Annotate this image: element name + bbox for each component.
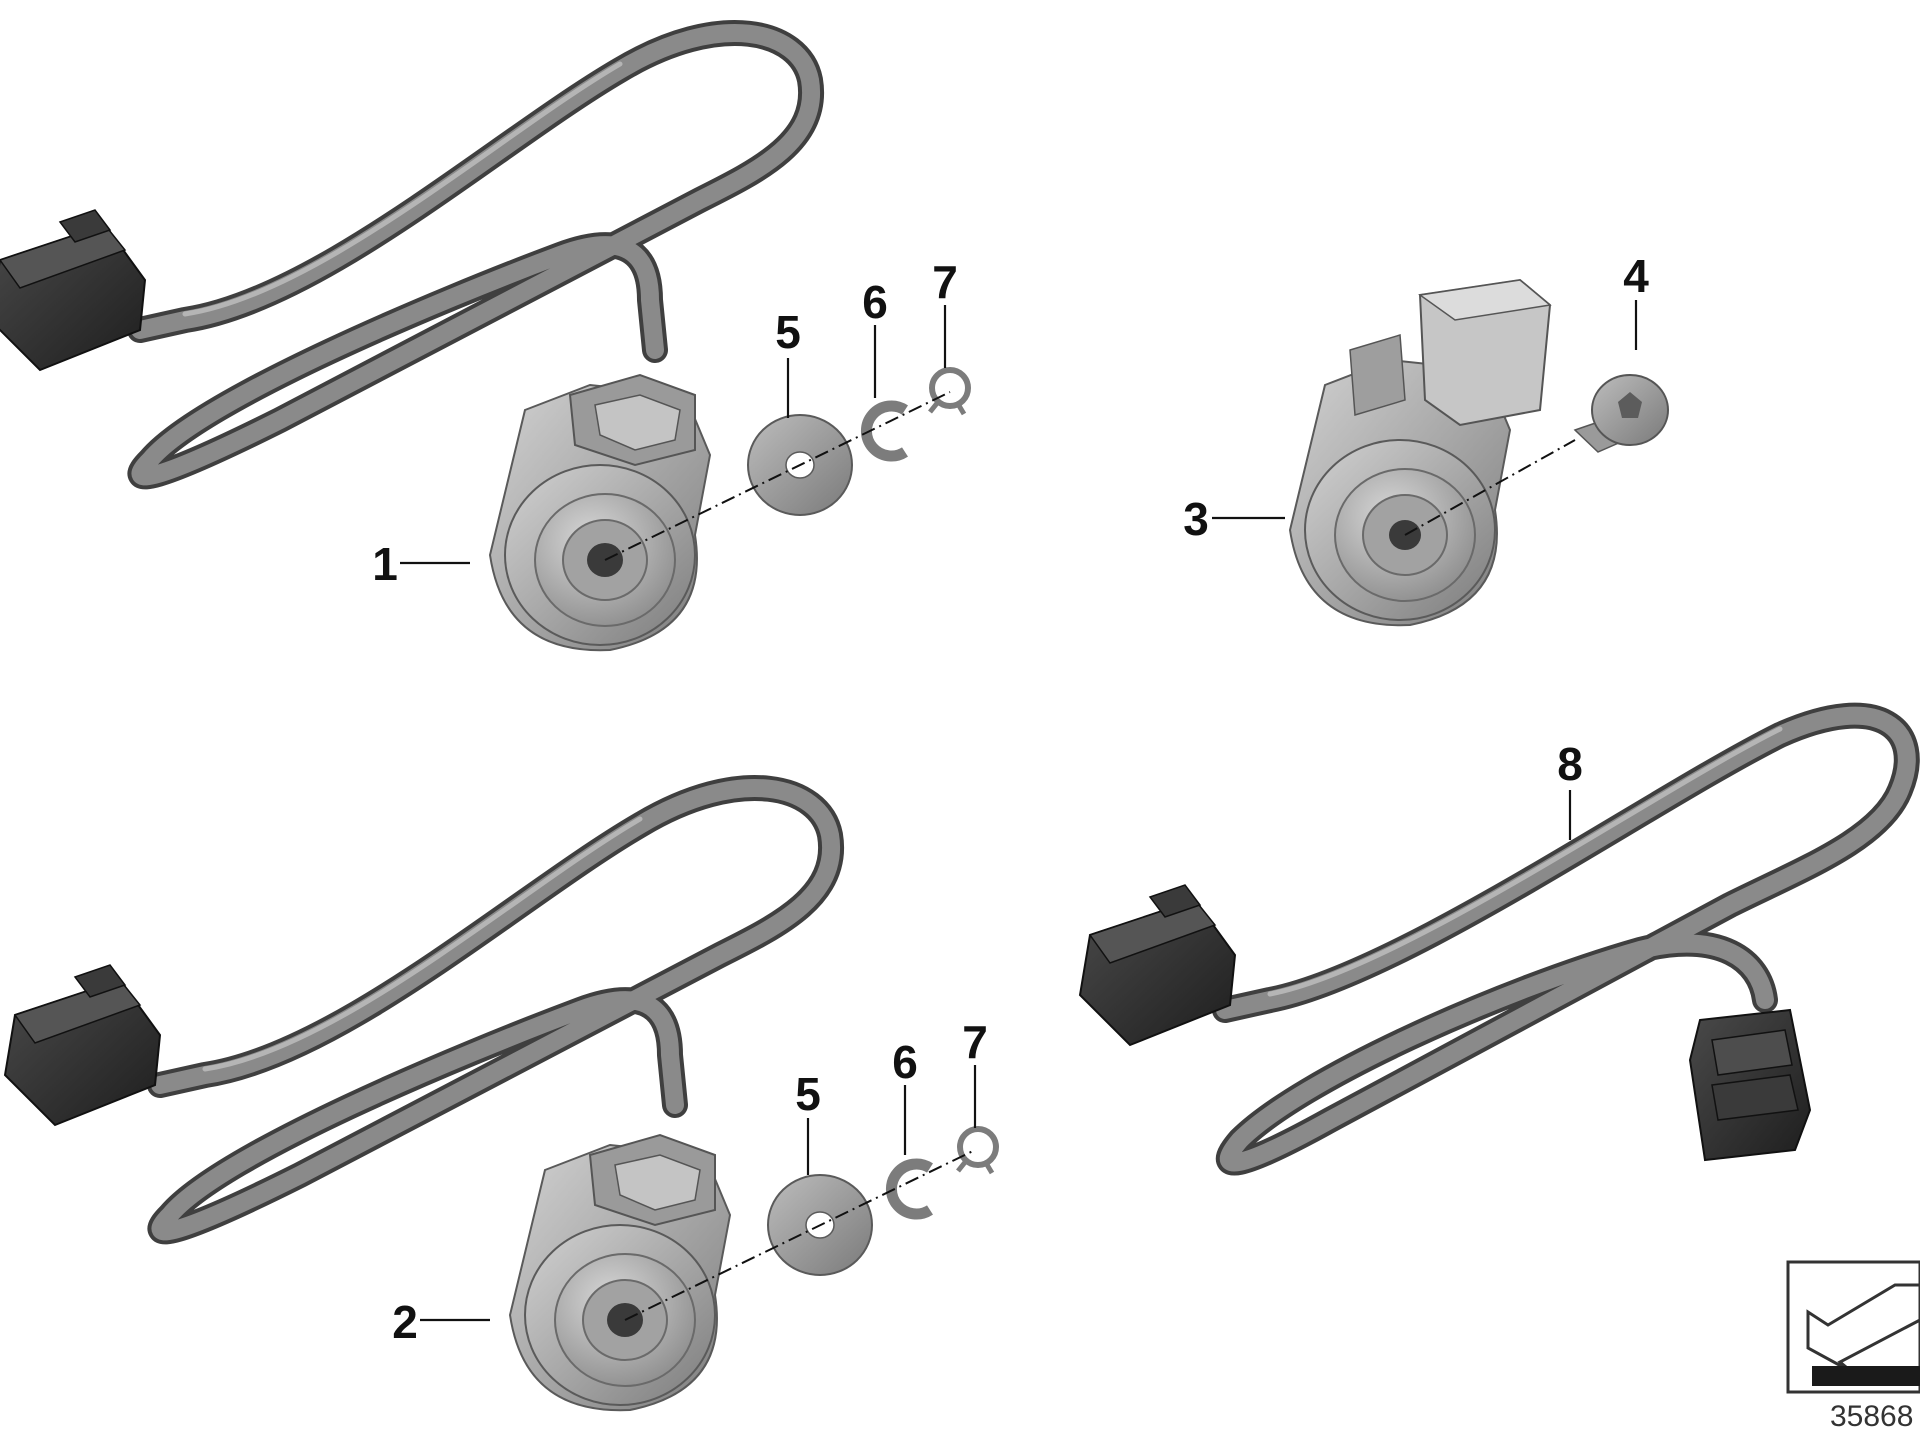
reference-number: 35868 [1830,1400,1913,1433]
callout-6-top: 6 [862,276,888,328]
connector-dark-icon [0,209,146,371]
callout-1: 1 [372,538,398,590]
snap-ring-icon [928,367,971,416]
sensor-icon [489,374,711,652]
callout-4: 4 [1623,250,1649,302]
connector-dark-icon [4,964,161,1126]
assembly-part-2 [4,775,999,1412]
callout-6-bottom: 6 [892,1036,918,1088]
snap-ring-icon [956,1126,999,1175]
callout-5-bottom: 5 [795,1068,821,1120]
leader-lines [400,300,1638,1322]
assembly-part-3 [1288,278,1669,627]
sensor-icon [1288,278,1552,627]
assembly-part-1 [0,20,971,652]
connector-square-icon [1688,1008,1812,1162]
assembly-part-8 [1079,702,1920,1176]
callout-3: 3 [1183,493,1209,545]
callout-7-bottom: 7 [962,1016,988,1068]
callout-7-top: 7 [932,256,958,308]
callout-5-top: 5 [775,306,801,358]
clip-ring-icon [860,400,908,462]
connector-dark-icon [1079,884,1236,1046]
orientation-symbol-icon [1786,1260,1920,1394]
sensor-icon [509,1134,731,1412]
bolt-icon [1573,374,1669,453]
clip-ring-icon [885,1158,933,1220]
callout-8: 8 [1557,738,1583,790]
callout-2: 2 [392,1296,418,1348]
